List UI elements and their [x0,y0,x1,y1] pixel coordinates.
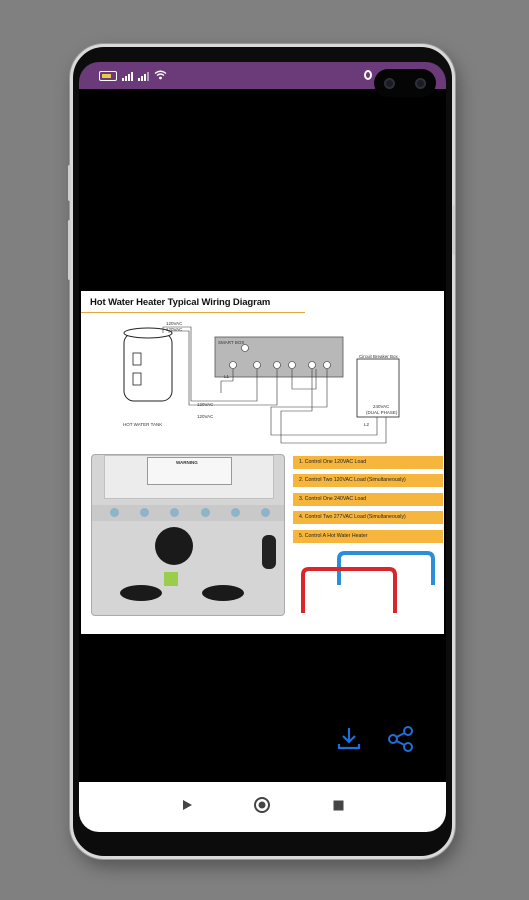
warning-label: WARNING [147,457,232,485]
feature-item: 5. Control A Hot Water Heater [293,529,443,543]
feature-list: 1. Control One 120VAC Load 2. Control Tw… [293,456,443,548]
cable-graphic [301,551,435,613]
label-l2: L2 [364,422,370,427]
signal-2-icon [138,71,149,81]
label-dual-phase: (DUAL PHASE) [366,410,398,415]
terminal-screws [110,508,270,517]
signal-1-icon [122,71,133,81]
label-240vac: 240VAC [373,404,390,409]
diagram-title: Hot Water Heater Typical Wiring Diagram [90,297,271,308]
label-smart-box: SMART BOX [218,340,245,345]
status-indicator-icon [364,70,372,80]
device-photo: WARNING [91,454,285,616]
phone-side-button [452,205,455,255]
label-120vac: 120VAC [166,321,183,326]
back-button[interactable] [174,794,200,820]
feature-item: 4. Control Two 277VAC Load (Simultaneous… [293,511,443,525]
label-l1: L1 [224,374,230,379]
image-actions [332,724,422,764]
share-icon [387,725,415,758]
battery-icon [99,71,117,81]
phone-side-button [68,220,71,280]
camera-cutout [374,69,436,97]
recents-button[interactable] [325,794,351,820]
navigation-bar [79,782,446,832]
label-120vac: 120VAC [166,327,183,332]
screen: Hot Water Heater Typical Wiring Diagram [79,62,446,832]
feature-item: 2. Control Two 120VAC Load (Simultaneous… [293,474,443,488]
wiring-schematic [123,326,400,444]
phone-side-button [68,165,71,201]
feature-item: 3. Control One 240VAC Load [293,492,443,506]
home-button[interactable] [249,794,275,820]
feature-item: 1. Control One 120VAC Load [293,456,443,469]
label-120vac: 120VAC [197,414,214,419]
share-button[interactable] [384,724,418,758]
recents-square-icon [333,798,344,816]
title-underline [81,312,305,313]
label-120vac: 120VAC [197,402,214,407]
wiring-diagram-image[interactable]: Hot Water Heater Typical Wiring Diagram [81,291,444,634]
wifi-icon [154,70,167,82]
download-icon [337,726,361,757]
back-triangle-icon [181,798,193,816]
home-circle-icon [253,796,271,819]
label-hot-water-tank: HOT WATER TANK [123,422,163,427]
status-bar [79,62,446,97]
label-circuit-breaker-box: Circuit Breaker Box [359,354,398,359]
download-button[interactable] [332,724,366,758]
